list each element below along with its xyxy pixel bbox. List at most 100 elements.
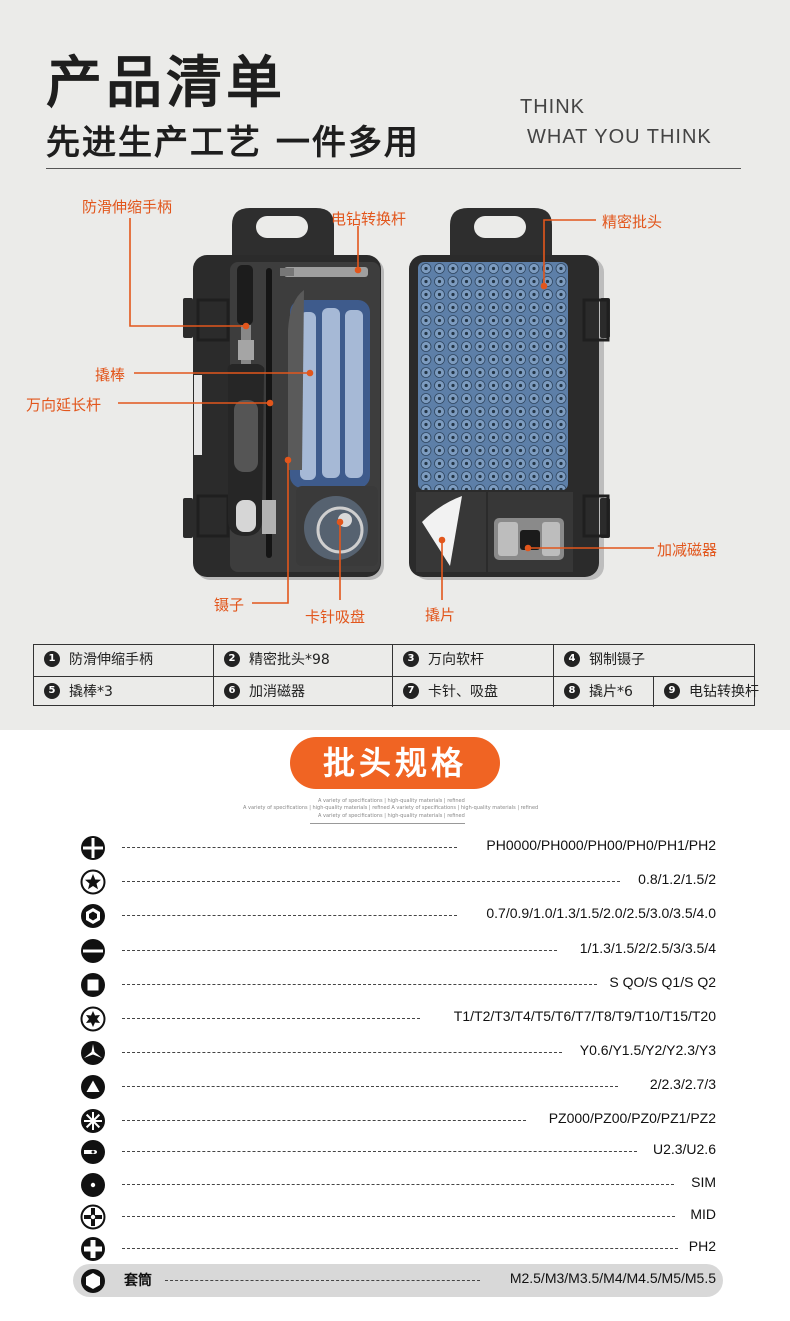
dotted-leader: [165, 1280, 480, 1281]
bit-spec-row: PZ000/PZ00/PZ0/PZ1/PZ2: [0, 1104, 790, 1137]
slotted-bit-icon: [81, 939, 105, 963]
dotted-leader: [122, 1151, 637, 1152]
callout-pick: 撬片: [425, 606, 456, 624]
bit-spec-row: SIM: [0, 1168, 790, 1201]
dotted-leader: [122, 1184, 674, 1185]
callout-magnetizer: 加减磁器: [657, 541, 718, 559]
dotted-leader: [122, 1120, 526, 1121]
bit-spec-value: PH0000/PH000/PH00/PH0/PH1/PH2: [486, 837, 716, 853]
bit-spec-value: 2/2.3/2.7/3: [649, 1076, 716, 1092]
pozidriv-bit-icon: [81, 1109, 105, 1133]
callout-drill-adapter: 电钻转换杆: [331, 210, 407, 228]
left-case-tray: [183, 208, 384, 580]
bit-spec-row: PH0000/PH000/PH00/PH0/PH1/PH2: [0, 831, 790, 864]
bit-spec-value: PZ000/PZ00/PZ0/PZ1/PZ2: [548, 1110, 716, 1126]
contents-cell: 4 钢制镊子: [554, 645, 754, 676]
item-number-badge: 8: [564, 683, 580, 699]
mid-bit-icon: [80, 1204, 106, 1230]
contents-label: 加消磁器: [249, 684, 305, 700]
contents-label: 撬片*6: [589, 684, 633, 700]
contents-cell: 8 撬片*6: [554, 676, 654, 707]
bit-spec-row: S QO/S Q1/S Q2: [0, 968, 790, 1001]
item-number-badge: 5: [44, 683, 60, 699]
bit-spec-row: U2.3/U2.6: [0, 1135, 790, 1168]
dotted-leader: [122, 847, 457, 848]
contents-cell: 5 撬棒*3: [34, 676, 214, 707]
bit-spec-value: T1/T2/T3/T4/T5/T6/T7/T8/T9/T10/T15/T20: [453, 1008, 716, 1024]
bit-spec-value: S QO/S Q1/S Q2: [609, 974, 716, 990]
dotted-leader: [122, 1216, 675, 1217]
item-number-badge: 3: [403, 651, 419, 667]
header-divider: [46, 168, 741, 169]
page-title: 产品清单: [46, 51, 286, 116]
callout-leader-lines: [118, 218, 654, 604]
item-number-badge: 9: [664, 683, 680, 699]
dotted-leader: [122, 984, 597, 985]
sleeve-label: 套筒: [124, 1273, 152, 1289]
bit-spec-value: SIM: [691, 1174, 716, 1190]
hex-socket-icon: [81, 1269, 105, 1293]
dotted-leader: [122, 950, 557, 951]
dotted-leader: [122, 1052, 562, 1053]
bit-spec-row: MID: [0, 1200, 790, 1233]
contents-label: 电钻转换杆: [689, 684, 759, 700]
bit-spec-row: 1/1.3/1.5/2/2.5/3/3.5/4: [0, 934, 790, 967]
bit-spec-value: 0.7/0.9/1.0/1.3/1.5/2.0/2.5/3.0/3.5/4.0: [486, 905, 716, 921]
right-case-tray: [409, 208, 610, 580]
item-number-badge: 4: [564, 651, 580, 667]
item-number-badge: 6: [224, 683, 240, 699]
contents-cell: 9 电钻转换杆: [654, 676, 759, 707]
contents-label: 钢制镊子: [589, 652, 645, 668]
contents-label: 防滑伸缩手柄: [69, 652, 153, 668]
bit-spec-value: 1/1.3/1.5/2/2.5/3/3.5/4: [579, 940, 716, 956]
bit-spec-value: Y0.6/Y1.5/Y2/Y2.3/Y3: [579, 1042, 716, 1058]
contents-label: 撬棒*3: [69, 684, 113, 700]
callout-handle: 防滑伸缩手柄: [82, 198, 173, 216]
dotted-leader: [122, 1086, 618, 1087]
bit-spec-row: 0.7/0.9/1.0/1.3/1.5/2.0/2.5/3.0/3.5/4.0: [0, 899, 790, 932]
dotted-leader: [122, 1018, 420, 1019]
tagline-3: A variety of specifications | high-quali…: [318, 813, 465, 819]
ph2-bit-icon: [81, 1237, 105, 1261]
bit-spec-value: U2.3/U2.6: [652, 1141, 716, 1157]
square-bit-icon: [81, 973, 105, 997]
sim-pin-bit-icon: [81, 1173, 105, 1197]
callout-extension-rod: 万向延长杆: [26, 396, 102, 414]
tagline-2: A variety of specifications | high-quali…: [243, 805, 539, 811]
triangle-bit-icon: [81, 1075, 105, 1099]
pentalobe-star-bit-icon: [80, 869, 106, 895]
bit-spec-row: 2/2.3/2.7/3: [0, 1070, 790, 1103]
callout-pry-bar: 撬棒: [95, 366, 126, 384]
bit-spec-row: Y0.6/Y1.5/Y2/Y2.3/Y3: [0, 1036, 790, 1069]
bit-spec-value: 0.8/1.2/1.5/2: [638, 871, 716, 887]
spec-section-title: 批头规格: [290, 737, 500, 789]
dotted-leader: [122, 1248, 678, 1249]
contents-cell: 6 加消磁器: [214, 676, 393, 707]
bit-spec-row: 0.8/1.2/1.5/2: [0, 865, 790, 898]
bit-spec-value: PH2: [688, 1238, 716, 1254]
hex-bit-icon: [81, 904, 105, 928]
sleeve-spec-value: M2.5/M3/M3.5/M4/M4.5/M5/M5.5: [509, 1270, 716, 1286]
callout-pin-sucker: 卡针吸盘: [305, 608, 366, 626]
tri-wing-bit-icon: [81, 1041, 105, 1065]
callout-precision-bits: 精密批头: [602, 213, 663, 231]
contents-cell: 3 万向软杆: [393, 645, 554, 676]
contents-label: 精密批头*98: [249, 652, 330, 668]
contents-label: 卡针、吸盘: [428, 684, 498, 700]
bit-spec-row: PH2: [0, 1232, 790, 1265]
product-photo: [118, 208, 654, 604]
callout-tweezers: 镊子: [214, 596, 245, 614]
slogan-line-2: WHAT YOU THINK: [527, 126, 712, 148]
item-number-badge: 2: [224, 651, 240, 667]
contents-cell: 2 精密批头*98: [214, 645, 393, 676]
phillips-bit-icon: [81, 836, 105, 860]
torx-bit-icon: [80, 1006, 106, 1032]
contents-label: 万向软杆: [428, 652, 484, 668]
tagline-1: A variety of specifications | high-quali…: [318, 798, 465, 804]
sleeve-spec-row: 套筒 M2.5/M3/M3.5/M4/M4.5/M5/M5.5: [0, 1264, 790, 1297]
dotted-leader: [122, 881, 620, 882]
product-list-section: 产品清单 先进生产工艺 一件多用 THINK WHAT YOU THINK: [0, 0, 790, 730]
